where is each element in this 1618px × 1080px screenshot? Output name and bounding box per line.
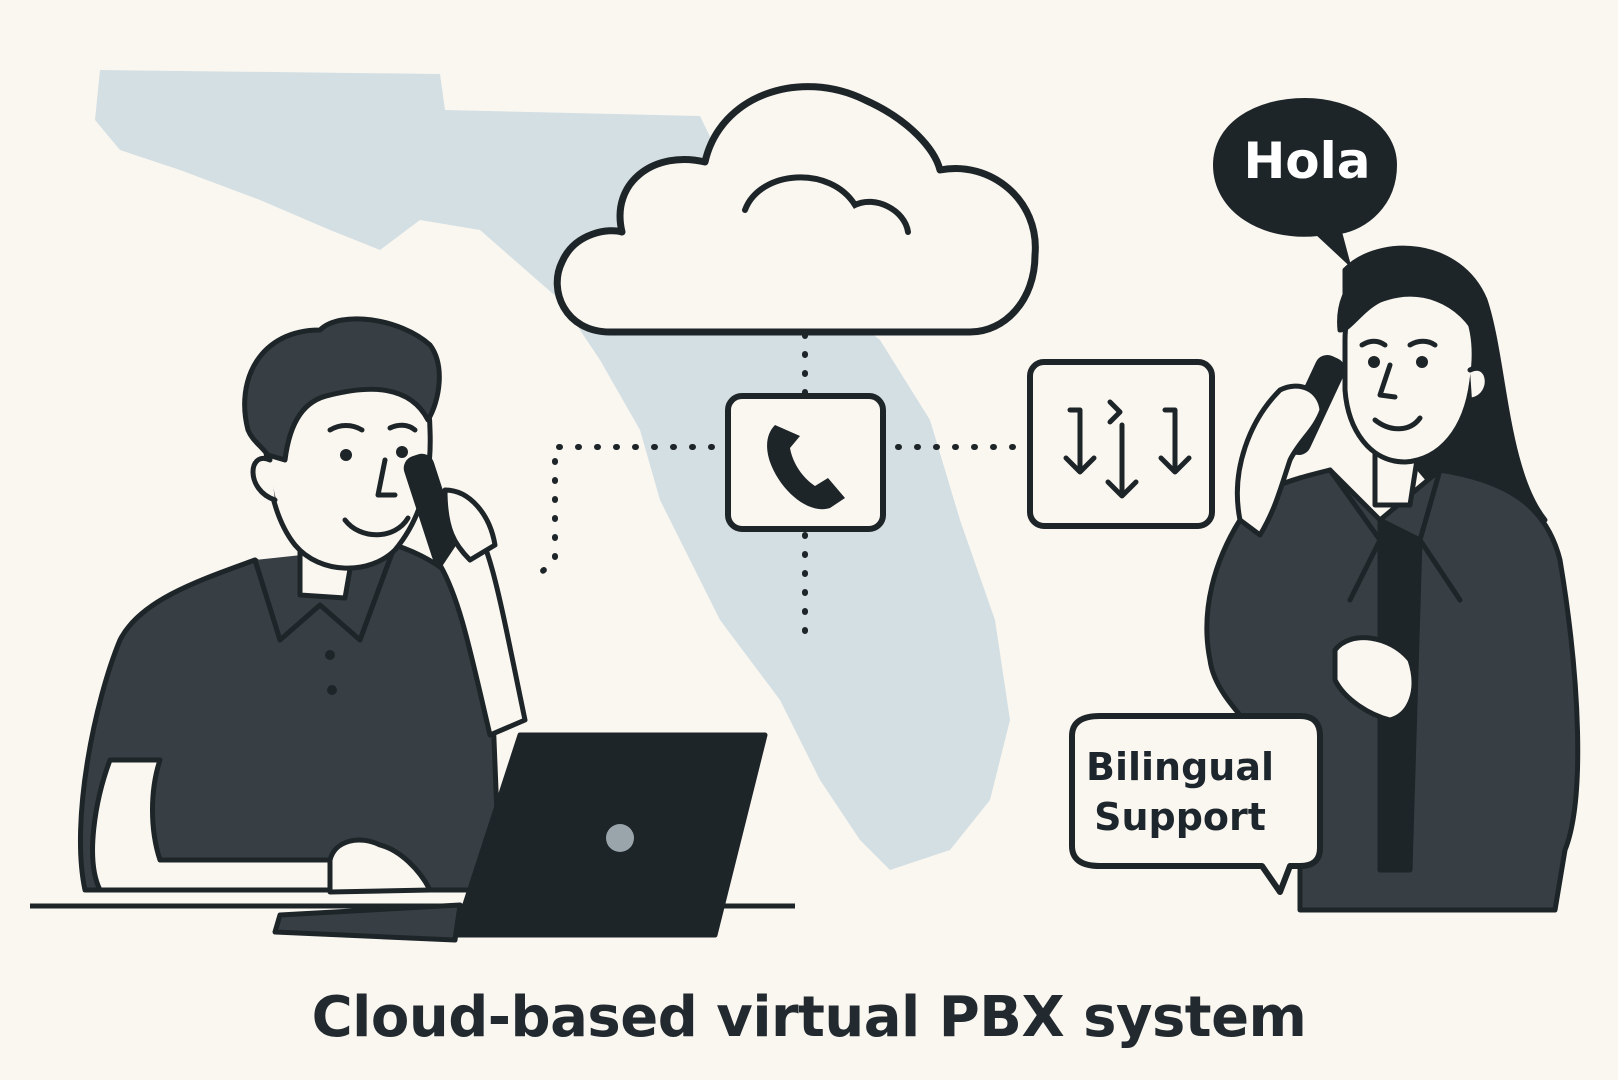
bilingual-support-label: Bilingual Support bbox=[1080, 742, 1280, 842]
bilingual-support-bubble bbox=[1069, 713, 1323, 895]
routing-arrows-icon bbox=[1027, 359, 1215, 529]
caption: Cloud-based virtual PBX system bbox=[311, 985, 1307, 1050]
woman-figure bbox=[1204, 245, 1581, 913]
dotted-connectors bbox=[532, 332, 1018, 648]
man-figure bbox=[78, 316, 528, 895]
phone-icon bbox=[725, 393, 886, 532]
laptop-icon bbox=[272, 732, 768, 943]
hola-text: Hola bbox=[1243, 132, 1371, 190]
bilingual-line: Bilingual bbox=[1085, 745, 1274, 789]
support-line: Support bbox=[1094, 795, 1266, 839]
hola-speech-bubble bbox=[1212, 97, 1398, 269]
cloud-icon bbox=[553, 83, 1039, 336]
